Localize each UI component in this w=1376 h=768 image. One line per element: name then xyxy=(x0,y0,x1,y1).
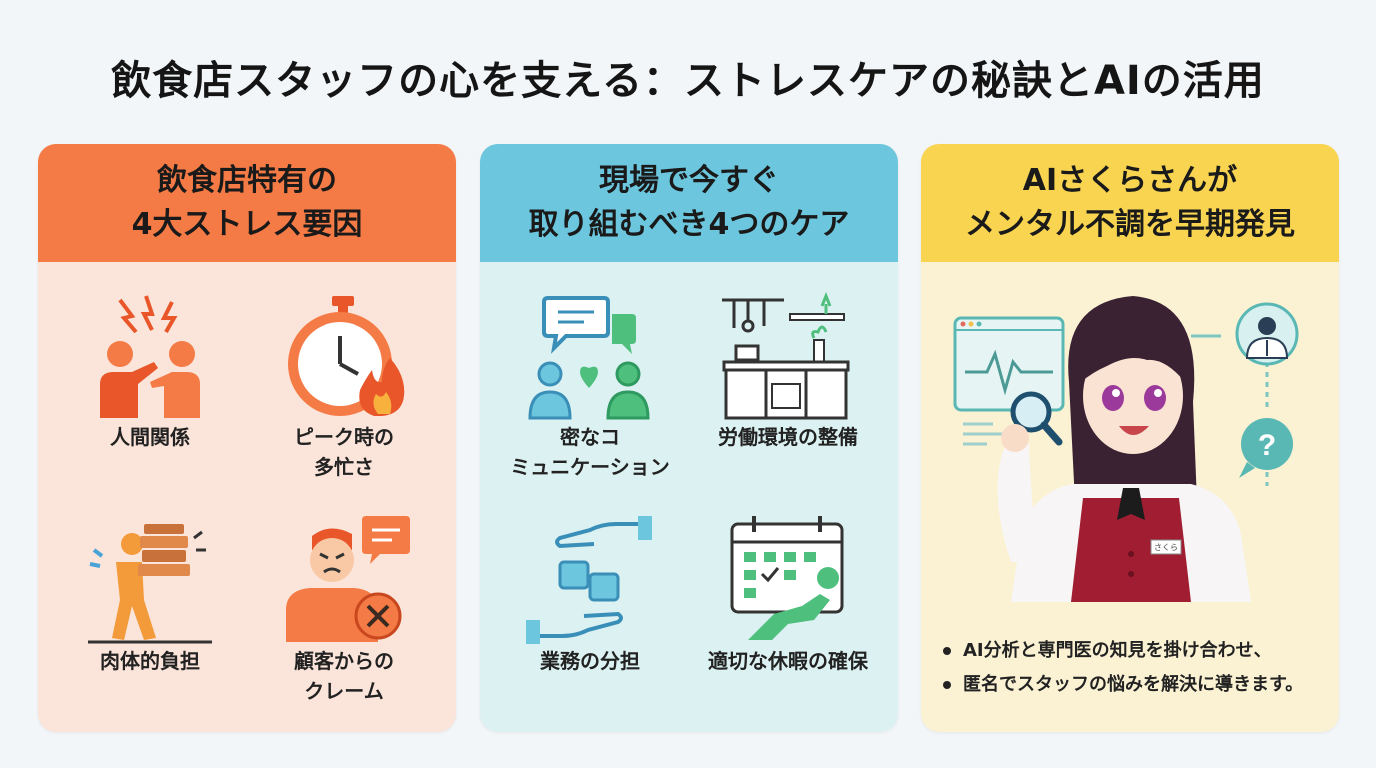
care-item-label: 労働環境の整備 xyxy=(718,425,858,449)
ai-panel-title-line1: AIさくらさんが xyxy=(1022,163,1238,198)
kitchen-icon xyxy=(722,292,850,420)
question-bubble-icon: ? xyxy=(1239,418,1293,478)
stress-item-label: 肉体的負担 xyxy=(100,649,200,673)
stress-panel-title-line1: 飲食店特有の xyxy=(157,163,337,198)
chat-heart-icon xyxy=(528,296,650,420)
angry-customer-icon xyxy=(286,516,410,642)
calendar-rest-icon xyxy=(730,516,844,640)
bullet-dot xyxy=(943,681,951,689)
svg-text:?: ? xyxy=(1258,429,1276,462)
stress-panel-title-line2: 4大ストレス要因 xyxy=(131,207,363,242)
stress-item-label-2: クレーム xyxy=(304,679,384,703)
stress-item-label-2: 多忙さ xyxy=(314,455,374,479)
bullet-text: AI分析と専門医の知見を掛け合わせ、 xyxy=(963,640,1272,661)
ai-sakura-illustration: ? さくら xyxy=(953,296,1299,602)
care-panel-title-line2: 取り組むべき4つのケア xyxy=(528,207,850,242)
care-panel-title-line1: 現場で今すぐ xyxy=(599,163,779,198)
puzzle-hands-icon xyxy=(526,516,652,644)
stress-item-peak: ピーク時の 多忙さ xyxy=(244,292,444,482)
care-item-communication: 密なコ ミュニケーション xyxy=(490,292,690,482)
bullet-item: 匿名でスタッフの悩みを解決に導きます。 xyxy=(943,668,1303,702)
doctor-icon xyxy=(1235,302,1299,366)
stress-item-physical: 肉体的負担 xyxy=(50,510,250,676)
care-panel: 現場で今すぐ 取り組むべき4つのケア 密なコ ミュニケーション xyxy=(480,144,898,732)
bullet-text: 匿名でスタッフの悩みを解決に導きます。 xyxy=(963,674,1304,695)
name-badge-text: さくら xyxy=(1154,543,1178,552)
page-title: 飲食店スタッフの心を支える：ストレスケアの秘訣とAIの活用 xyxy=(111,58,1265,104)
magnifier-icon xyxy=(1010,391,1063,446)
bullet-item: AI分析と専門医の知見を掛け合わせ、 xyxy=(943,634,1303,668)
stress-item-relations: 人間関係 xyxy=(50,292,250,452)
stress-item-label: 顧客からの xyxy=(294,649,394,673)
care-item-label: 業務の分担 xyxy=(540,649,640,673)
care-item-vacation: 適切な休暇の確保 xyxy=(688,510,888,676)
care-item-label: 適切な休暇の確保 xyxy=(708,649,868,673)
conflict-icon xyxy=(100,295,200,418)
stress-item-label: ピーク時の xyxy=(294,425,394,449)
care-item-label: 密なコ xyxy=(560,425,620,449)
stress-panel-header: 飲食店特有の 4大ストレス要因 xyxy=(38,144,456,262)
ai-panel-header: AIさくらさんが メンタル不調を早期発見 xyxy=(921,144,1339,262)
carrying-boxes-icon xyxy=(88,524,212,644)
ai-sakura-panel: AIさくらさんが メンタル不調を早期発見 xyxy=(921,144,1339,732)
care-item-sharing: 業務の分担 xyxy=(490,510,690,676)
ai-benefits-list: AI分析と専門医の知見を掛け合わせ、 匿名でスタッフの悩みを解決に導きます。 xyxy=(943,634,1303,702)
care-item-label-2: ミュニケーション xyxy=(510,455,670,479)
sakura-avatar: さくら xyxy=(997,296,1251,602)
stopwatch-fire-icon xyxy=(288,296,405,416)
care-item-environment: 労働環境の整備 xyxy=(688,292,888,452)
stress-item-complaints: 顧客からの クレーム xyxy=(244,510,444,706)
stress-item-label: 人間関係 xyxy=(110,425,190,449)
stress-factors-panel: 飲食店特有の 4大ストレス要因 人間関係 ピーク時の 多忙さ xyxy=(38,144,456,732)
ai-panel-title-line2: メンタル不調を早期発見 xyxy=(965,207,1295,242)
bullet-dot xyxy=(943,647,951,655)
monitor-pulse-icon xyxy=(953,316,1065,446)
care-panel-header: 現場で今すぐ 取り組むべき4つのケア xyxy=(480,144,898,262)
